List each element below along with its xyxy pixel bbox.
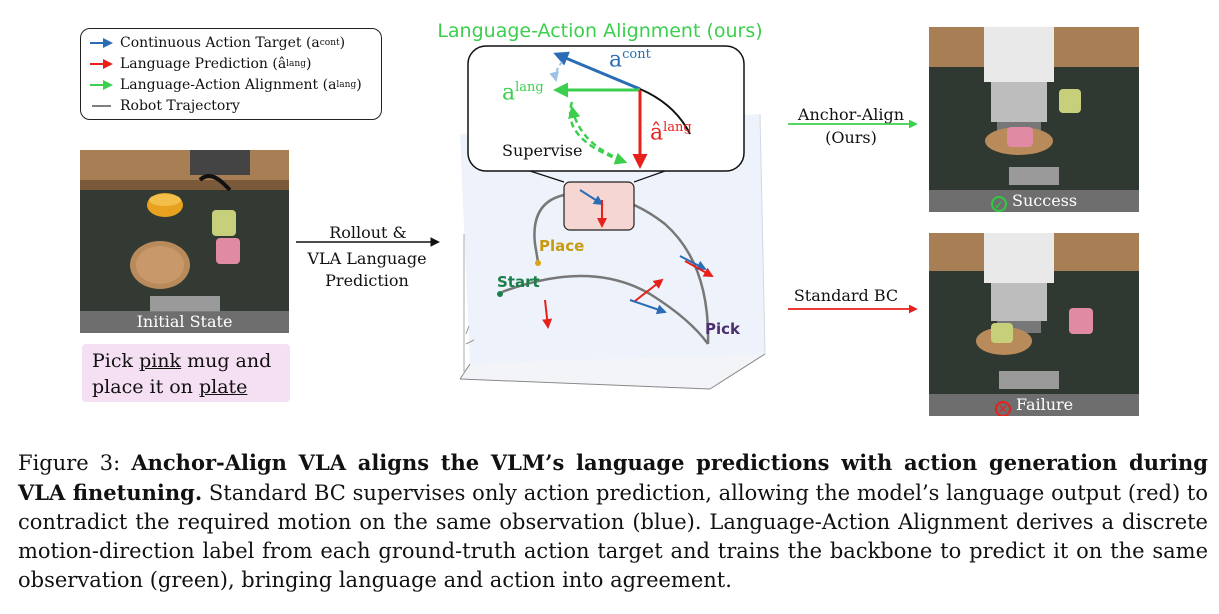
- figure-caption: Figure 3: Anchor-Align VLA aligns the VL…: [18, 450, 1208, 592]
- plot-axis-ticks: [465, 325, 475, 345]
- blue-arrow-right: [679, 255, 707, 270]
- success-scene-image: [929, 27, 1139, 212]
- start-label: Start: [497, 273, 540, 291]
- inset-label-a-hat: âlang: [650, 120, 692, 146]
- blue-arrow-icon: [90, 38, 113, 48]
- anchor-align-sublabel: (Ours): [825, 128, 877, 147]
- rollout-label-lower: VLA Language Prediction: [307, 249, 427, 290]
- success-bar: ✓ Success: [929, 190, 1139, 212]
- plot-floor-pane: [460, 354, 765, 389]
- rollout-label: Rollout &: [329, 223, 407, 242]
- success-photo: ✓ Success: [929, 27, 1139, 212]
- green-arrow-icon: [90, 80, 113, 90]
- inset-supervise-arrow: [569, 101, 628, 165]
- inset-connector-left: [529, 170, 565, 183]
- cross-circle-icon: ✕: [994, 401, 1011, 416]
- red-arrow-start: [542, 299, 553, 329]
- legend-item-trajectory: Robot Trajectory: [89, 96, 240, 116]
- plot-axis: [459, 378, 711, 390]
- alignment-title: Language-Action Alignment (ours): [437, 20, 763, 42]
- failure-photo: ✕ Failure: [929, 233, 1139, 416]
- pick-label: Pick: [705, 320, 741, 338]
- inset-trajectory: [639, 88, 691, 135]
- highlight-blue-arrow: [579, 189, 604, 206]
- plot-back-pane: [460, 114, 765, 364]
- anchor-align-label: Anchor-Align: [797, 105, 905, 124]
- trajectory-line-icon: [92, 105, 111, 107]
- trajectory-lower: [501, 274, 710, 345]
- start-point: [497, 291, 503, 297]
- failure-scene-image: [929, 233, 1139, 416]
- plot-axis: [709, 353, 766, 390]
- red-arrow-right: [684, 260, 714, 277]
- plot-edge: [759, 113, 766, 355]
- trajectory-plot: [459, 45, 766, 390]
- place-label: Place: [539, 237, 585, 255]
- initial-scene-image: [80, 150, 289, 333]
- inset-connector-right: [633, 170, 666, 183]
- red-arrow-icon: [90, 59, 113, 69]
- plot-axis: [459, 363, 471, 380]
- rollout-arrow: [296, 237, 440, 247]
- initial-state-label: Initial State: [80, 311, 289, 333]
- failure-bar: ✕ Failure: [929, 394, 1139, 416]
- initial-state-photo: Initial State: [80, 150, 289, 333]
- inset-supervise-label: Supervise: [502, 141, 583, 160]
- task-instruction: Pick pink mug and place it on plate: [82, 344, 290, 402]
- standard-bc-label: Standard BC: [793, 286, 899, 305]
- check-circle-icon: ✓: [990, 196, 1007, 212]
- blue-arrow-mid: [629, 299, 667, 315]
- red-arrow-mid: [634, 278, 664, 302]
- inset-label-a-lang: alang: [502, 80, 544, 106]
- inset-dashed-blue: [549, 61, 563, 82]
- highlight-region: [563, 181, 635, 231]
- standard-bc-arrow: [788, 304, 918, 314]
- inset-label-a-cont: acont: [609, 47, 651, 73]
- inset-cont-arrow: [553, 51, 641, 91]
- inset-box: [467, 45, 745, 172]
- place-point: [535, 260, 541, 266]
- anchor-align-arrow: [788, 119, 918, 129]
